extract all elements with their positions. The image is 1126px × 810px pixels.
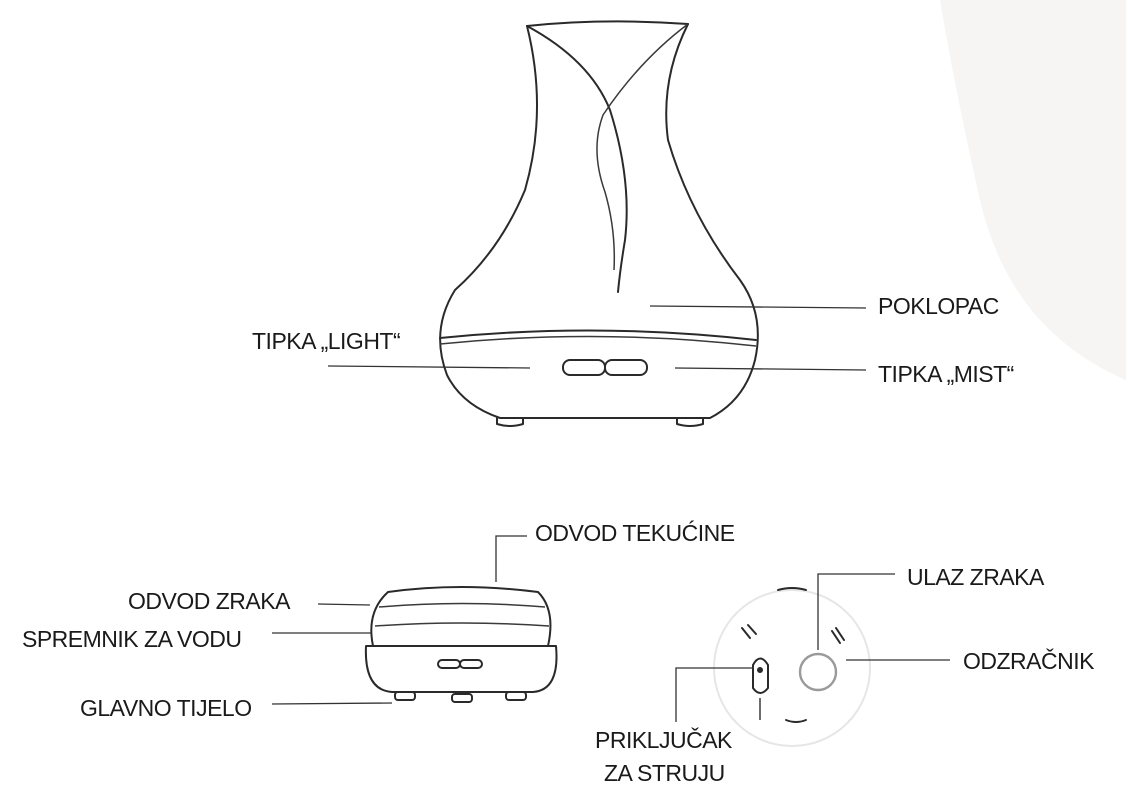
label-odvod-tekucine: ODVOD TEKUĆINE	[535, 520, 735, 546]
leader-tipka-light	[327, 365, 531, 369]
label-tipka-mist: TIPKA „MIST“	[878, 361, 1014, 387]
label-ulaz-zraka: ULAZ ZRAKA	[907, 564, 1044, 590]
vase-diffuser-front	[439, 20, 759, 427]
label-poklopac: POKLOPAC	[878, 293, 999, 319]
leader-odvod-zraka	[317, 603, 371, 606]
leader-poklopac	[649, 305, 867, 309]
label-odzracnik: ODZRAČNIK	[963, 648, 1094, 674]
label-odvod-zraka: ODVOD ZRAKA	[128, 588, 290, 614]
base-bottom-view	[713, 587, 871, 747]
leader-tipka-mist	[674, 367, 867, 371]
leader-ulaz-zraka	[817, 573, 895, 650]
label-glavno-tijelo: GLAVNO TIJELO	[80, 695, 252, 721]
leader-prikljucak	[675, 667, 754, 722]
label-tipka-light: TIPKA „LIGHT“	[252, 328, 401, 354]
leader-glavno-tijelo	[271, 702, 393, 705]
label-prikljucak-line2: ZA STRUJU	[604, 760, 725, 786]
leader-odvod-tekucine	[495, 535, 527, 582]
background-tint	[940, 0, 1126, 380]
small-diffuser-side	[364, 586, 558, 703]
label-prikljucak-line1: PRIKLJUČAK	[595, 727, 732, 753]
label-spremnik-za-vodu: SPREMNIK ZA VODU	[22, 626, 242, 652]
